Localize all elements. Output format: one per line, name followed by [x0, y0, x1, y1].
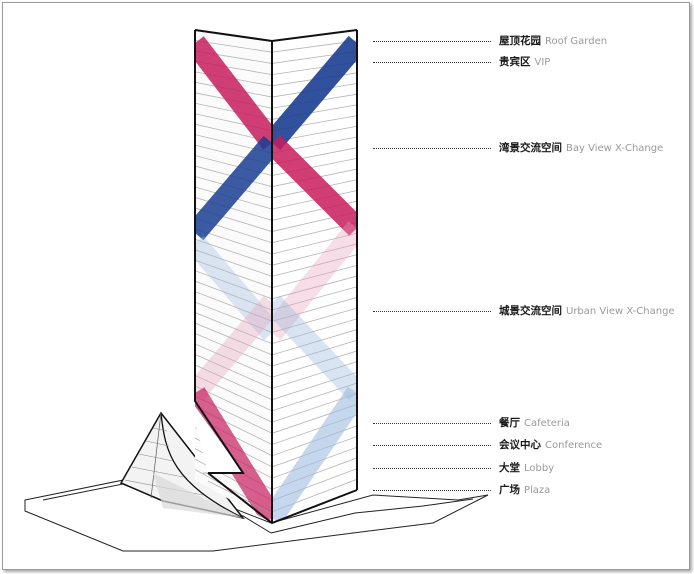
floor-line-left [195, 270, 272, 300]
floor-line-right [272, 350, 357, 378]
label-cafeteria: 餐厅 Cafeteria [499, 416, 570, 431]
leader-line-plaza [373, 490, 491, 491]
label-roof-garden: 屋顶花园 Roof Garden [499, 34, 607, 49]
tower-left-face [195, 30, 272, 523]
label-zh: 城景交流空间 [499, 305, 562, 317]
floor-line-right [272, 307, 357, 333]
floor-line-right [272, 297, 357, 322]
floor-line-right [272, 382, 357, 412]
floor-line-left [195, 364, 272, 401]
label-en: VIP [534, 57, 551, 68]
label-en: Urban View X-Change [566, 306, 675, 317]
label-en: Conference [545, 440, 603, 451]
label-zh: 大堂 [499, 462, 520, 474]
floor-line-left [195, 385, 272, 423]
floor-line-left [195, 312, 272, 345]
label-bay-view-x-change: 湾景交流空间 Bay View X-Change [499, 141, 663, 156]
label-lobby: 大堂 Lobby [499, 461, 554, 476]
label-conference: 会议中心 Conference [499, 438, 602, 453]
floor-line-right [272, 329, 357, 356]
floor-line-left [195, 280, 272, 311]
label-en: Plaza [524, 485, 551, 496]
floor-line-right [272, 286, 357, 311]
tower-illustration [24, 29, 489, 552]
label-zh: 广场 [499, 484, 520, 496]
label-en: Lobby [524, 463, 555, 474]
tower-right-face [272, 30, 357, 523]
floor-line-left [195, 354, 272, 389]
tower-outline [194, 29, 358, 525]
floor-line-left [195, 249, 272, 277]
floor-line-left [195, 259, 272, 288]
floor-line-left [195, 301, 272, 333]
floor-line-left [195, 343, 272, 378]
floor-line-left [195, 374, 272, 412]
leader-line-roof-garden [373, 41, 491, 42]
floor-line-left [195, 333, 272, 367]
leader-line-bay-view [373, 148, 491, 149]
floor-line-right [272, 339, 357, 367]
label-urban-view-x-change: 城景交流空间 Urban View X-Change [499, 304, 675, 319]
floor-line-right [272, 254, 357, 277]
label-en: Cafeteria [524, 418, 570, 429]
right-face-x-bracing [272, 35, 357, 523]
floor-line-right [272, 232, 357, 255]
leader-line-lobby [373, 468, 491, 469]
leader-line-urban-view [373, 311, 491, 312]
floor-line-right [272, 40, 357, 53]
label-zh: 贵宾区 [499, 56, 531, 68]
label-zh: 湾景交流空间 [499, 142, 562, 154]
leader-line-conference [373, 445, 491, 446]
label-en: Roof Garden [545, 36, 608, 47]
floor-line-right [272, 318, 357, 345]
floor-line-right [272, 361, 357, 389]
floor-line-right [272, 243, 357, 266]
label-zh: 会议中心 [499, 439, 541, 451]
label-zh: 屋顶花园 [499, 35, 541, 47]
floor-line-left [195, 322, 272, 356]
floor-line-right [272, 264, 357, 288]
leader-line-cafeteria [373, 423, 491, 424]
floor-line-left [195, 291, 272, 322]
floor-line-right [272, 275, 357, 300]
floor-line-left [195, 238, 272, 266]
label-en: Bay View X-Change [566, 143, 664, 154]
label-plaza: 广场 Plaza [499, 483, 550, 498]
leader-line-vip [373, 62, 491, 63]
label-zh: 餐厅 [499, 417, 520, 429]
floor-line-right [272, 371, 357, 401]
left-face-x-bracing [195, 36, 272, 523]
